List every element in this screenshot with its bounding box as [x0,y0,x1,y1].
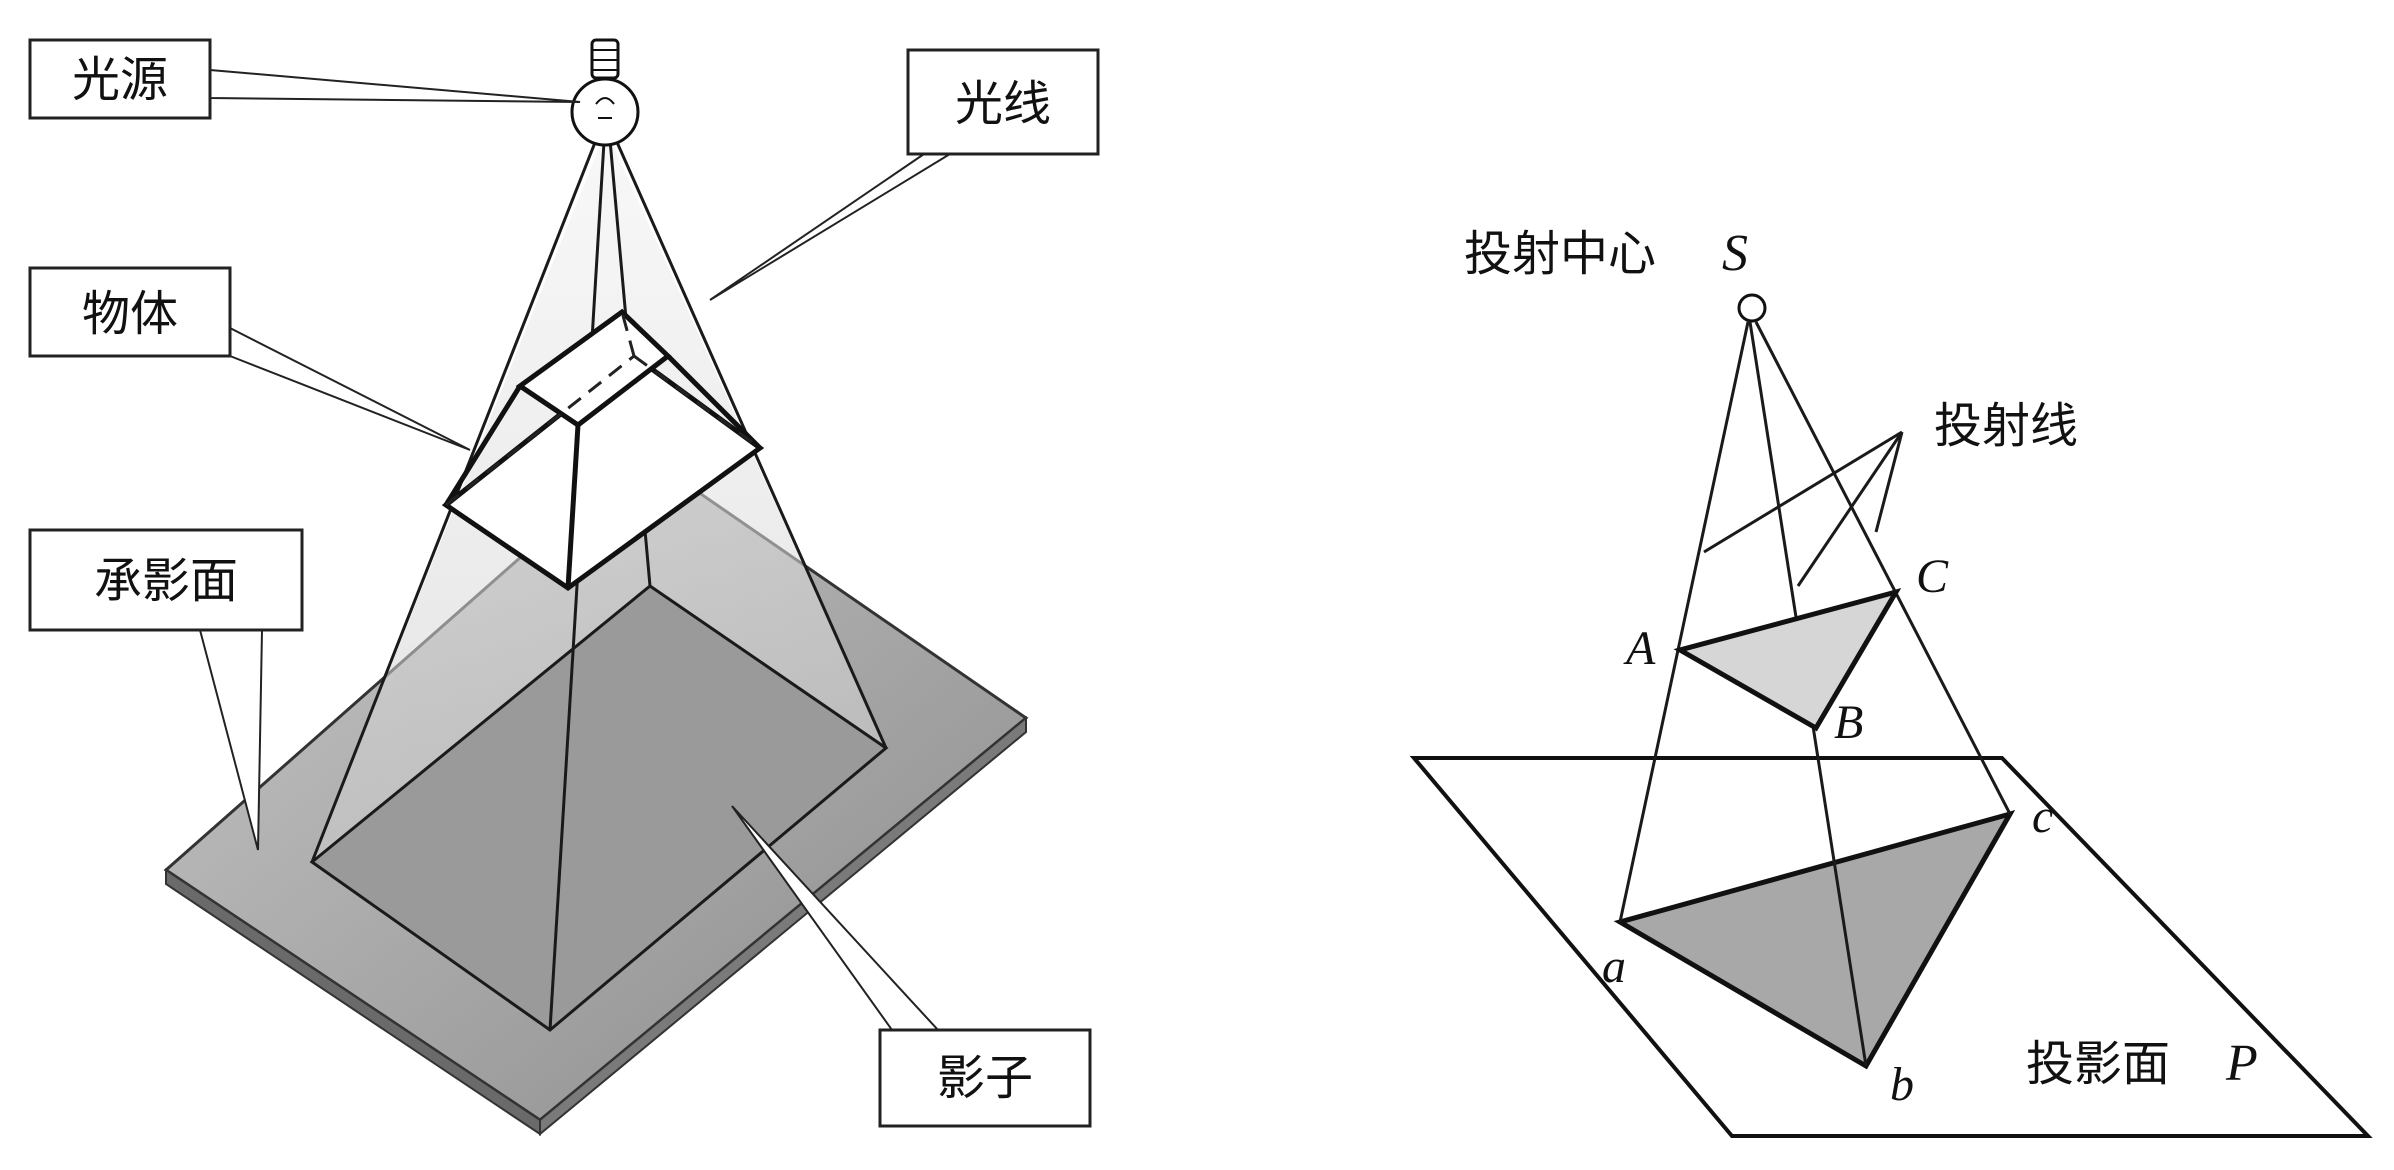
callout-light-ray: 光线 [709,48,1100,301]
label-projection-center: 投射中心 [1464,226,1656,282]
label-light-ray: 光线 [955,76,1051,132]
label-center-symbol: S [1722,225,1748,282]
label-object: 物体 [82,286,178,342]
callout-shadow: 影子 [731,805,1092,1128]
label-shadow: 影子 [937,1050,1033,1106]
label-receiving-surface: 承影面 [94,553,238,609]
left-figure: 光源 光线 物体 承影面 影子 [28,38,1100,1137]
label-vertex-B: B [1834,696,1863,749]
callout-light-source: 光源 [28,38,581,120]
projected-triangle-abc [1613,809,2016,1070]
label-vertex-c: c [2032,790,2053,843]
projection-center-marker [1737,293,1767,323]
projection-lines-leader [1703,430,1904,587]
object-frustum [441,308,765,592]
callout-receiving-surface: 承影面 [28,528,304,851]
right-figure: 投射中心 S 投射线 A B C a b c 投影面 P [1409,225,2373,1138]
label-light-source: 光源 [72,52,168,108]
label-vertex-b: b [1890,1058,1914,1111]
label-projection-plane: 投影面 [2026,1036,2170,1092]
label-vertex-C: C [1916,550,1949,603]
label-vertex-a: a [1602,940,1626,993]
object-triangle-abc [1673,588,1902,732]
light-bulb-icon [570,38,640,147]
callout-object: 物体 [28,266,471,451]
label-vertex-A: A [1623,622,1656,675]
label-projection-lines: 投射线 [1934,398,2078,454]
label-plane-symbol: P [2225,1035,2258,1092]
